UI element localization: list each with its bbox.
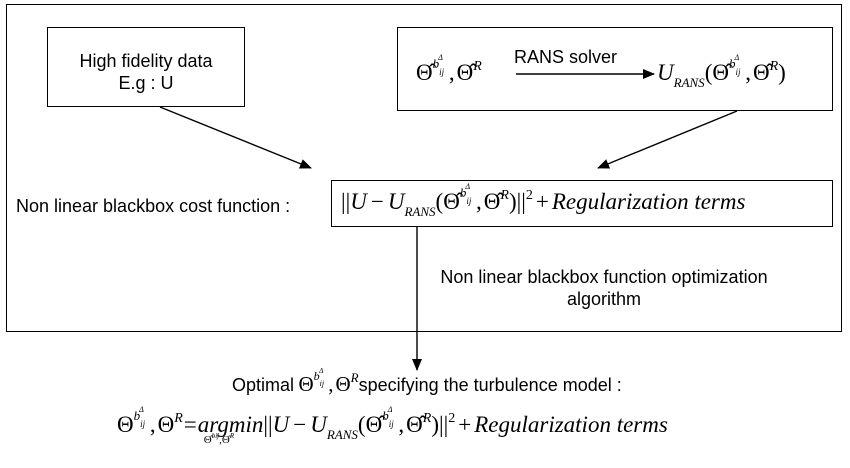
theta-hat-symbol: Θ̂ — [406, 412, 423, 437]
theta-hat-symbol: Θ̂ — [712, 60, 729, 85]
superscript-b: b — [133, 408, 141, 423]
theta-hat-symbol: Θ̂ — [365, 412, 383, 437]
superscript-b: b — [459, 185, 467, 200]
argmin-subscript: Θ̂bij,Θ̂R — [203, 432, 235, 447]
cost-function-expression: ||U−URANS(Θ̂bijΔ,Θ̂R)||2+Regularization … — [341, 182, 746, 223]
u-symbol: U — [272, 412, 290, 437]
rans-solver-label: RANS solver — [514, 47, 618, 67]
superscript-delta: Δ — [387, 405, 393, 414]
subscript-ij: ij — [735, 67, 741, 77]
subscript-rans: RANS — [673, 75, 705, 90]
superscript-delta: Δ — [139, 405, 144, 414]
superscript-b: b — [432, 56, 440, 71]
u-symbol: U — [350, 189, 367, 214]
comma: , — [328, 372, 334, 396]
squared-exponent: 2 — [525, 188, 533, 203]
regularization-terms: Regularization terms — [551, 189, 746, 214]
norm-left: || — [341, 189, 351, 214]
high-fidelity-to-cost-arrow — [159, 106, 312, 169]
right-paren: ) — [778, 60, 786, 85]
minus-sign: − — [370, 189, 384, 214]
superscript-b: b — [728, 56, 736, 71]
process-frame — [6, 4, 842, 332]
superscript-b: b — [382, 408, 389, 423]
regularization-terms: Regularization terms — [474, 412, 668, 437]
superscript-delta: Δ — [734, 53, 740, 62]
rans-output-expression: URANS(Θ̂bijΔ,Θ̂R) — [657, 53, 786, 93]
u-symbol: U — [310, 412, 327, 437]
theta-hat-symbol: Θ̂ — [752, 60, 770, 85]
plus-sign: + — [535, 189, 549, 214]
comma: , — [476, 189, 482, 214]
superscript-r: R — [350, 370, 359, 385]
high-fidelity-data-box: High fidelity data E.g : U — [47, 27, 245, 107]
superscript-delta: Δ — [465, 182, 471, 191]
superscript-b: b — [211, 432, 216, 440]
argmin-operator: argmin — [197, 412, 264, 437]
subscript-ij: ij — [388, 419, 394, 429]
optimization-line1: Non linear blackbox function optimizatio… — [440, 267, 768, 287]
plus-sign: + — [458, 412, 472, 437]
subscript-rans: RANS — [326, 427, 358, 442]
theta-hat-symbol: Θ̂ — [483, 189, 501, 214]
superscript-r: R — [422, 411, 432, 426]
subscript-ij: ij — [140, 419, 146, 429]
comma: , — [398, 412, 405, 437]
left-paren: ( — [704, 60, 713, 85]
right-paren: ) — [508, 189, 517, 214]
rans-solver-box — [397, 27, 833, 111]
subscript-rans: RANS — [404, 204, 436, 219]
comma: , — [745, 60, 751, 85]
high-fidelity-data-line2: E.g : U — [118, 73, 174, 93]
norm-left: || — [263, 412, 273, 437]
subscript-ij: ij — [439, 67, 445, 77]
theta-hat-symbol: Θ̂ — [221, 434, 230, 446]
rans-input-expression: Θ̂bijΔ,Θ̂R — [416, 53, 482, 93]
superscript-delta: Δ — [438, 53, 443, 62]
optimization-line2: algorithm — [566, 289, 642, 309]
right-paren: ) — [431, 412, 440, 437]
cost-function-box — [331, 180, 833, 227]
theta-symbol: Θ — [335, 372, 351, 396]
theta-hat-symbol: Θ̂ — [416, 60, 433, 85]
norm-right: || — [516, 189, 526, 214]
theta-hat-symbol: Θ̂ — [456, 60, 474, 85]
left-paren: ( — [435, 189, 444, 214]
theta-symbol: Θ — [157, 412, 175, 437]
norm-right: || — [439, 412, 449, 437]
comma: , — [219, 434, 222, 446]
superscript-r: R — [473, 59, 482, 74]
comma: , — [448, 60, 455, 85]
superscript-r: R — [174, 411, 183, 426]
subscript-ij: ij — [319, 379, 325, 388]
theta-symbol: Θ — [298, 372, 314, 396]
squared-exponent: 2 — [448, 411, 456, 426]
optimization-algorithm-label: Non linear blackbox function optimizatio… — [418, 266, 790, 310]
subscript-ij: ij — [215, 432, 220, 440]
theta-hat-symbol: Θ̂ — [443, 189, 460, 214]
rans-to-cost-arrow — [597, 110, 738, 169]
left-paren: ( — [357, 412, 366, 437]
cost-function-label: Non linear blackbox cost function : — [16, 196, 291, 216]
u-symbol: U — [387, 189, 405, 214]
minus-sign: − — [293, 412, 307, 437]
superscript-r: R — [769, 59, 779, 74]
optimal-label-prefix: Optimal — [232, 375, 295, 395]
comma: , — [149, 412, 156, 437]
u-symbol: U — [657, 60, 674, 85]
high-fidelity-data-line1: High fidelity data — [79, 51, 213, 71]
theta-symbol: Θ — [117, 412, 134, 437]
superscript-b: b — [313, 369, 320, 383]
equals-sign: = — [183, 412, 197, 437]
superscript-r: R — [500, 188, 509, 203]
optimal-label-suffix: specifying the turbulence model : — [358, 375, 622, 395]
optimal-label: Optimal ΘbijΔ,ΘRspecifying the turbulenc… — [232, 367, 622, 397]
subscript-ij: ij — [466, 196, 472, 206]
superscript-r: R — [229, 432, 235, 440]
theta-hat-symbol: Θ̂ — [203, 434, 212, 446]
superscript-delta: Δ — [319, 367, 324, 375]
